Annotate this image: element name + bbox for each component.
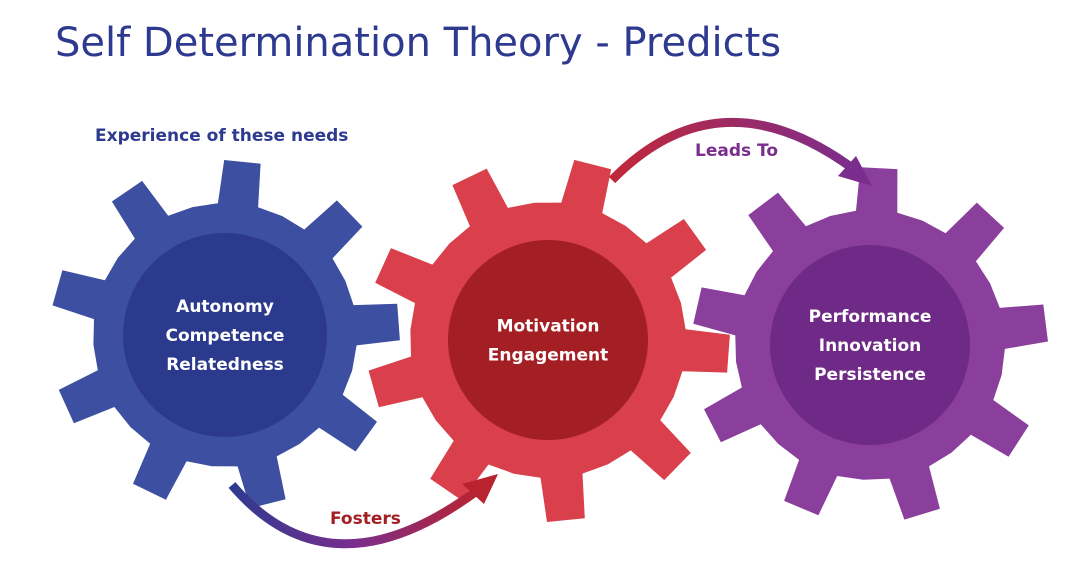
- gear-outcomes-line: Innovation: [819, 336, 922, 356]
- gear-outcomes-inner: [770, 245, 970, 445]
- leads-to-arrowhead-icon: [838, 156, 872, 186]
- leads-to-label: Leads To: [695, 141, 778, 161]
- fosters-label: Fosters: [330, 509, 401, 529]
- gear-outcomes: Performance Innovation Persistence: [693, 167, 1048, 520]
- gear-outcomes-line: Persistence: [814, 365, 926, 385]
- leads-to-arrow: [608, 118, 872, 186]
- gear-motivation: Motivation Engagement: [368, 159, 730, 522]
- gear-outcomes-line: Performance: [809, 307, 932, 327]
- gear-needs-line: Competence: [166, 326, 285, 346]
- gear-needs: Autonomy Competence Relatedness: [52, 160, 400, 509]
- fosters-arrowhead-icon: [462, 474, 498, 504]
- gear-needs-line: Relatedness: [166, 355, 284, 375]
- needs-label: Experience of these needs: [95, 126, 348, 146]
- gear-needs-inner: [123, 233, 327, 437]
- leads-to-arc: [608, 118, 858, 184]
- fosters-arc: [228, 482, 481, 549]
- gear-needs-line: Autonomy: [176, 297, 274, 317]
- gear-motivation-line: Engagement: [488, 346, 609, 366]
- gear-motivation-inner: [448, 240, 648, 440]
- gear-motivation-line: Motivation: [497, 317, 600, 337]
- fosters-arrow: [228, 474, 498, 549]
- page-title: Self Determination Theory - Predicts: [55, 20, 781, 66]
